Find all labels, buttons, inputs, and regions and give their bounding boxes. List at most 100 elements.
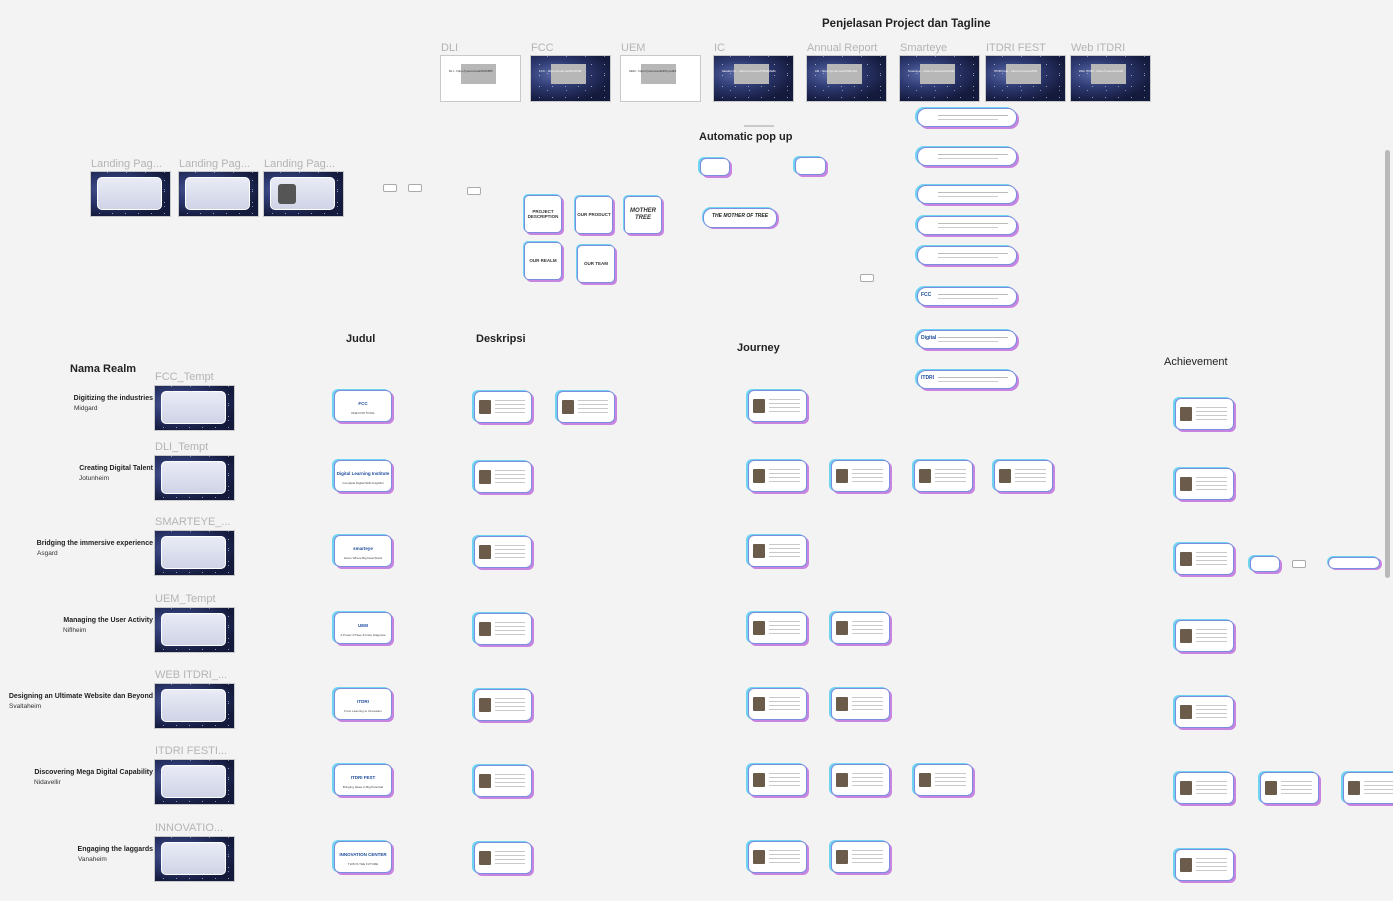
journey-card[interactable] [748, 841, 807, 873]
deskripsi-card[interactable] [474, 765, 532, 797]
text-line [495, 634, 525, 635]
text-line [938, 158, 998, 159]
journey-card[interactable] [831, 764, 890, 796]
project-frame[interactable]: DLI - https://youtu.be/ab5F5b8ff5 [441, 56, 520, 101]
nav-button-mother-tree[interactable]: MOTHER TREE [624, 196, 662, 234]
journey-card[interactable] [748, 390, 807, 422]
project-frame[interactable]: UEM - https://youtu.be/ab8YuyxdF2 [621, 56, 700, 101]
tagline-card[interactable] [917, 185, 1017, 204]
project-frame[interactable]: ITDRI Fest - https://youtu.be/f3st [986, 56, 1065, 101]
journey-card[interactable] [748, 612, 807, 644]
glass-panel [161, 689, 226, 722]
nav-button-project-description[interactable]: PROJECT DESCRIPTION [524, 195, 562, 233]
nav-button-our-realm[interactable]: OUR REALM [524, 242, 562, 280]
connector-node[interactable] [1292, 560, 1306, 568]
achievement-card[interactable] [1175, 468, 1234, 500]
deskripsi-card[interactable] [474, 842, 532, 874]
popup-card-small[interactable] [700, 158, 730, 176]
deskripsi-card[interactable] [474, 461, 532, 493]
realm-frame[interactable] [155, 456, 234, 500]
achievement-pill[interactable] [1328, 557, 1380, 569]
project-frame[interactable]: Web ITDRI - https://youtu.be/w3b [1071, 56, 1150, 101]
nav-button-our-team[interactable]: OUR TEAM [577, 245, 615, 283]
achievement-card[interactable] [1175, 849, 1234, 881]
tagline-card[interactable] [917, 246, 1017, 265]
journey-card[interactable] [994, 460, 1053, 492]
landing-page-frame[interactable] [179, 172, 258, 216]
achievement-extra-card[interactable] [1250, 556, 1280, 572]
journey-card[interactable] [748, 460, 807, 492]
frame-caption: Ideation IC - https://youtu.be/ITD2Q8a8n [721, 68, 776, 73]
journey-card[interactable] [831, 612, 890, 644]
journey-card[interactable] [748, 535, 807, 567]
judul-logo: ITDRI [357, 699, 369, 704]
journey-card[interactable] [914, 764, 973, 796]
glass-panel [161, 842, 226, 875]
realm-frame-label: SMARTEYE_... [155, 516, 231, 528]
tagline-card[interactable]: Digital [917, 330, 1017, 349]
tagline-card[interactable] [917, 216, 1017, 235]
text-line [769, 709, 800, 710]
landing-page-frame[interactable] [264, 172, 343, 216]
text-line [769, 697, 800, 698]
deskripsi-card[interactable] [557, 391, 615, 423]
judul-logo: UEM [358, 623, 368, 628]
achievement-card[interactable] [1175, 543, 1234, 575]
deskripsi-card[interactable] [474, 689, 532, 721]
judul-subtitle: THIS IS THE FUTURE [347, 862, 379, 866]
nav-button-our-product[interactable]: OUR PRODUCT [575, 196, 613, 234]
text-line [769, 411, 800, 412]
connector-node[interactable] [860, 274, 874, 282]
judul-card[interactable]: INNOVATION CENTER THIS IS THE FUTURE [334, 841, 392, 873]
realm-frame[interactable] [155, 531, 234, 575]
tagline-card[interactable] [917, 147, 1017, 166]
vertical-scrollbar[interactable] [1385, 150, 1390, 578]
deskripsi-card[interactable] [474, 536, 532, 568]
deskripsi-card[interactable] [474, 391, 532, 423]
achievement-card[interactable] [1260, 772, 1319, 804]
project-frame[interactable]: AR - https://youtu.be/iUiN5cn0d [807, 56, 886, 101]
tagline-card[interactable]: ITDRI [917, 370, 1017, 389]
journey-card[interactable] [831, 460, 890, 492]
landing-page-frame[interactable] [91, 172, 170, 216]
realm-name: Midgard [74, 405, 98, 412]
achievement-card[interactable] [1175, 696, 1234, 728]
judul-logo: INNOVATION CENTER [339, 852, 387, 857]
journey-card[interactable] [831, 841, 890, 873]
realm-frame[interactable] [155, 386, 234, 430]
text-line [938, 253, 1008, 254]
achievement-card[interactable] [1175, 620, 1234, 652]
tagline-card[interactable]: FCC [917, 287, 1017, 306]
connector-node[interactable] [408, 184, 422, 192]
achievement-card[interactable] [1343, 772, 1393, 804]
mother-of-tree-pill[interactable]: THE MOTHER OF TREE [703, 208, 777, 228]
connector-node[interactable] [383, 184, 397, 192]
realm-frame[interactable] [155, 684, 234, 728]
text-line [769, 777, 800, 778]
realm-frame[interactable] [155, 608, 234, 652]
text-line [495, 706, 525, 707]
project-frame[interactable]: Smarteye - https://youtu.be/sp1S3c [900, 56, 979, 101]
project-frame[interactable]: Ideation IC - https://youtu.be/ITD2Q8a8n [714, 56, 793, 101]
tagline-card[interactable] [917, 108, 1017, 127]
project-frame[interactable]: FCC - https://youtu.be/8bc5cb8f [531, 56, 610, 101]
connector-node[interactable] [467, 187, 481, 195]
image-placeholder [278, 184, 296, 204]
deskripsi-card[interactable] [474, 613, 532, 645]
journey-card[interactable] [831, 688, 890, 720]
achievement-card[interactable] [1175, 772, 1234, 804]
achievement-card[interactable] [1175, 398, 1234, 430]
journey-card[interactable] [914, 460, 973, 492]
journey-card[interactable] [748, 764, 807, 796]
popup-card-blank[interactable] [795, 157, 826, 175]
text-line [1281, 785, 1312, 786]
realm-frame[interactable] [155, 760, 234, 804]
realm-frame[interactable] [155, 837, 234, 881]
journey-card[interactable] [748, 688, 807, 720]
